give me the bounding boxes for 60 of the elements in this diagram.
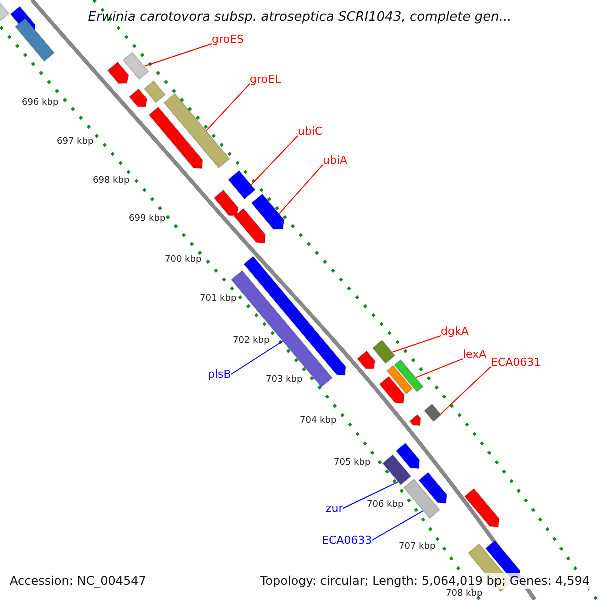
scale-label: 698 kbp (93, 176, 130, 186)
scale-label: 707 kbp (399, 542, 436, 552)
gene-bar (379, 376, 405, 404)
scale-label: 697 kbp (57, 137, 94, 147)
scale-label: 704 kbp (300, 416, 337, 426)
footer-text: Topology: circular; Length: 5,064,019 bp; Genes: 4,594 (258, 573, 592, 589)
leader-line (416, 358, 464, 378)
gene-bar (164, 93, 230, 169)
gene-bar (0, 0, 10, 22)
gene-bar (122, 52, 150, 80)
leader-line (342, 482, 399, 509)
gene-bar (148, 106, 204, 170)
leader-line (440, 366, 492, 415)
gene-bar (409, 414, 422, 426)
leader-line (392, 336, 442, 353)
gene-label: lexA (463, 348, 487, 361)
scale-label: 706 kbp (367, 500, 404, 510)
leader-line (230, 341, 284, 375)
gene-bar (356, 350, 376, 370)
gene-bar (404, 478, 440, 520)
gene-label: groES (212, 33, 244, 46)
gene-label: groEL (250, 73, 282, 86)
gene-bar (394, 359, 424, 393)
gene-bar (234, 208, 266, 244)
map-title: Erwinia carotovora subsp. atroseptica SCRI1043, complete gen... (88, 10, 512, 25)
gene-bar (251, 194, 285, 230)
leader-line (206, 84, 250, 132)
gene-bar (464, 488, 500, 528)
scale-label: 696 kbp (22, 98, 59, 108)
gene-bar (228, 170, 256, 200)
scale-label: 702 kbp (233, 336, 270, 346)
leader-line (144, 44, 212, 67)
scale-label: 701 kbp (200, 294, 237, 304)
gene-bar (144, 80, 166, 104)
gene-label: ECA0633 (322, 534, 372, 547)
gene-label: ubiC (298, 125, 323, 138)
scale-label: 699 kbp (129, 214, 166, 224)
scale-label: 703 kbp (266, 375, 303, 385)
gene-bar (396, 442, 420, 470)
gene-bar (386, 365, 414, 395)
gene-bar (214, 190, 239, 216)
gene-bar (14, 18, 56, 62)
gene-label: dgkA (441, 325, 469, 338)
gene-label: plsB (208, 368, 232, 381)
leader-line (372, 510, 424, 541)
gene-label: zur (326, 502, 344, 515)
gene-bar (128, 88, 148, 108)
gene-bar (372, 340, 396, 364)
scale-label: 705 kbp (334, 458, 371, 468)
gene-bar (382, 454, 412, 486)
scale-label: 700 kbp (165, 255, 202, 265)
leader-line (279, 164, 324, 214)
scale-label: 708 kbp (446, 589, 483, 599)
footer-text: Accession: NC_004547 (8, 573, 148, 589)
gene-bar (424, 404, 442, 422)
gene-bar (418, 472, 448, 504)
leader-line (251, 136, 298, 186)
gene-bar (107, 62, 130, 84)
gene-label: ECA0631 (491, 356, 542, 369)
gene-label: ubiA (323, 154, 348, 167)
